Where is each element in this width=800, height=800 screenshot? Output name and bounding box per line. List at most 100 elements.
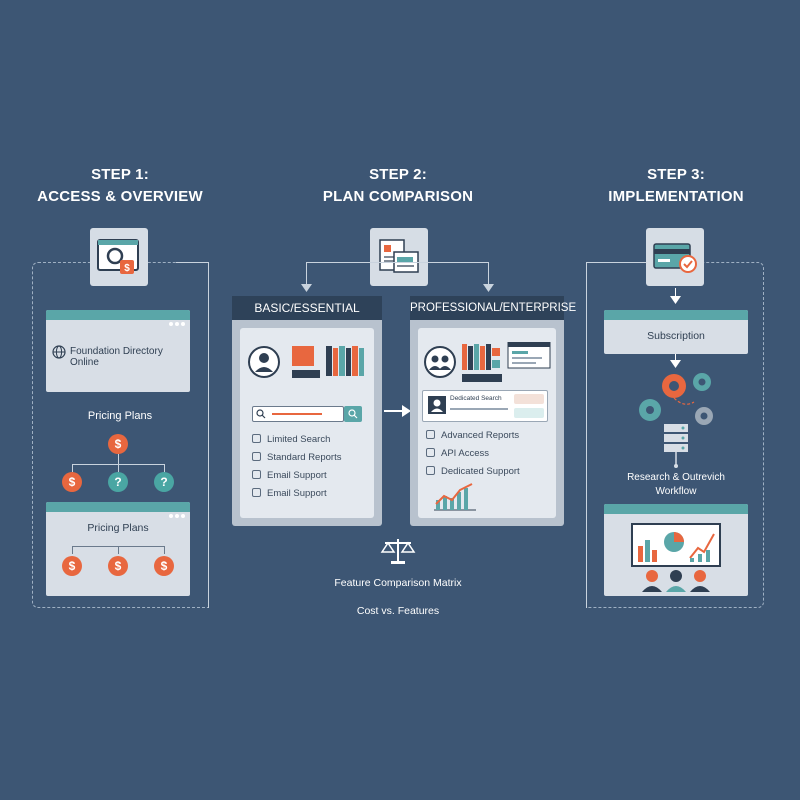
gears-server-icon — [639, 373, 713, 468]
card-titlebar — [604, 504, 748, 514]
foundation-directory-card[interactable]: Foundation Directory Online — [46, 310, 190, 392]
envelope-icon — [252, 488, 261, 497]
pricing-plans-card-title: Pricing Plans — [87, 522, 149, 534]
basic-feature-4-label: Email Support — [267, 488, 327, 499]
step1-connector-right — [176, 262, 208, 263]
globe-icon — [52, 345, 66, 359]
step3-icon-box — [646, 228, 704, 286]
feature-matrix-label: Feature Comparison Matrix — [334, 577, 462, 589]
pricing-plans-label: Pricing Plans — [87, 410, 153, 422]
pro-plan-header: PROFESSIONAL/ENTERPRISE — [410, 296, 576, 320]
pro-plan-panel[interactable]: PROFESSIONAL/ENTERPRISE Dedicated Sea — [410, 296, 576, 526]
dollar-icon-card-right: $ — [154, 556, 174, 576]
cost-features-label: Cost vs. Features — [356, 605, 440, 617]
arrow-down-icon — [670, 360, 681, 368]
pro-feature-2-label: API Access — [441, 448, 490, 459]
dollar-icon-card-mid: $ — [108, 556, 128, 576]
question-icon-mid: ? — [108, 472, 128, 492]
profile-icon — [428, 396, 446, 414]
subscription-label: Subscription — [647, 330, 705, 342]
dollar-icon-left: $ — [62, 472, 82, 492]
dedicated-search-lines — [450, 408, 508, 410]
step2-title-line1: STEP 2: — [369, 166, 427, 183]
step3-connector-left — [586, 262, 646, 263]
dollar-icon-root: $ — [108, 434, 128, 454]
subscription-arrow-line — [675, 288, 676, 298]
pro-plan-inner: Dedicated Search Advanced Reports API Ac… — [418, 328, 556, 518]
scales-icon — [380, 539, 416, 564]
step3-connector-down — [586, 262, 587, 608]
pro-feature-1: Advanced Reports — [426, 430, 519, 441]
basic-feature-3: Email Support — [252, 470, 327, 481]
step2-connector-top — [306, 262, 488, 263]
gears-arrow-line — [675, 354, 676, 362]
workflow-dashboard-card[interactable] — [604, 504, 748, 596]
credit-card-check-icon — [653, 243, 697, 273]
question-icon-right: ? — [154, 472, 174, 492]
workflow-label-line1: Research & Outrevich — [627, 472, 725, 483]
step1-title-line2: ACCESS & OVERVIEW — [37, 188, 203, 205]
workflow-label-line2: Workflow — [655, 486, 697, 497]
pro-feature-3-label: Dedicated Support — [441, 466, 520, 477]
step2-icon-box — [370, 228, 428, 286]
shield-icon — [426, 430, 435, 439]
envelope-icon — [252, 470, 261, 479]
search-icon — [256, 409, 266, 419]
report-icon — [252, 452, 261, 461]
arrow-down-icon — [301, 284, 312, 292]
pricing-plans-card[interactable]: Pricing Plans $ $ $ — [46, 502, 190, 596]
tag-orange — [514, 394, 544, 404]
step1-title: STEP 1: ACCESS & OVERVIEW — [0, 164, 240, 208]
tree-leg-mid — [118, 464, 119, 472]
basic-plan-inner: Limited Search Standard Reports Email Su… — [240, 328, 374, 518]
card-titlebar — [604, 310, 748, 320]
documents-icon — [379, 239, 419, 273]
user-small-icon — [252, 434, 261, 443]
magnifier-dollar-icon: $ — [97, 239, 139, 274]
step1-connector-down — [208, 262, 209, 608]
arrow-right-icon — [402, 405, 411, 417]
user-icon — [248, 346, 280, 378]
support-icon — [426, 466, 435, 475]
search-icon — [348, 409, 358, 419]
basic-feature-3-label: Email Support — [267, 470, 327, 481]
basic-plan-panel[interactable]: BASIC/ESSENTIAL Limited Search Standard … — [232, 296, 382, 526]
basic-feature-2-label: Standard Reports — [267, 452, 342, 463]
step2-title: STEP 2: PLAN COMPARISON — [278, 164, 518, 208]
search-bar-highlight — [272, 413, 322, 415]
card-tree-leg-mid — [118, 546, 119, 554]
compare-arrow-line — [384, 410, 404, 412]
card-titlebar — [46, 310, 190, 326]
svg-text:$: $ — [124, 263, 130, 274]
step2-connector-left — [306, 262, 307, 288]
arrow-down-icon — [670, 296, 681, 304]
basic-feature-4: Email Support — [252, 488, 327, 499]
basic-feature-1-label: Limited Search — [267, 434, 331, 445]
pro-feature-3: Dedicated Support — [426, 466, 520, 477]
card-titlebar — [46, 502, 190, 518]
growth-chart-icon — [434, 483, 476, 511]
dollar-icon-card-left: $ — [62, 556, 82, 576]
pro-feature-2: API Access — [426, 448, 489, 459]
tree-leg-right — [164, 464, 165, 472]
books-chart-icon — [462, 342, 551, 382]
dashboard-presentation-icon — [631, 523, 721, 592]
api-icon — [426, 448, 435, 457]
tree-leg-left — [72, 464, 73, 472]
search-button[interactable] — [344, 406, 362, 422]
subscription-card[interactable]: Subscription — [604, 310, 748, 354]
step2-title-line2: PLAN COMPARISON — [322, 188, 474, 205]
arrow-down-icon — [483, 284, 494, 292]
pro-feature-1-label: Advanced Reports — [441, 430, 520, 441]
step3-title-line1: STEP 3: — [647, 166, 705, 183]
tree-stem — [118, 454, 119, 464]
step2-connector-right — [488, 262, 489, 288]
basic-feature-2: Standard Reports — [252, 452, 341, 463]
step1-icon-box: $ — [90, 228, 148, 286]
dedicated-search-label: Dedicated Search — [450, 395, 502, 402]
step3-title: STEP 3: IMPLEMENTATION — [556, 164, 796, 208]
books-icon — [292, 346, 364, 378]
tag-teal — [514, 408, 544, 418]
step1-title-line1: STEP 1: — [91, 166, 149, 183]
team-icon — [424, 346, 456, 378]
